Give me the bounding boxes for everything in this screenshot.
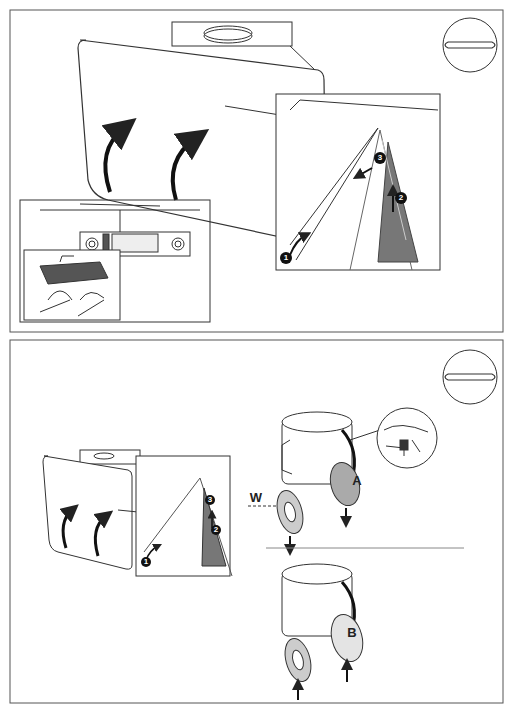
part-letter: B xyxy=(347,626,356,639)
motor-b xyxy=(281,564,368,700)
motor-a xyxy=(248,408,437,550)
callout-number: 1 xyxy=(284,254,288,262)
hood-bottom xyxy=(43,450,232,576)
filter-inset xyxy=(276,94,440,270)
callout-number: 2 xyxy=(399,194,403,202)
callout-number: 3 xyxy=(208,496,212,504)
part-letter: W xyxy=(250,491,262,504)
underside-inset xyxy=(20,200,210,322)
callout-number: 2 xyxy=(214,526,218,534)
wrench-icon xyxy=(443,18,497,404)
callout-number: 3 xyxy=(378,154,382,162)
part-letter: A xyxy=(352,474,361,487)
callout-number: 1 xyxy=(144,558,148,566)
